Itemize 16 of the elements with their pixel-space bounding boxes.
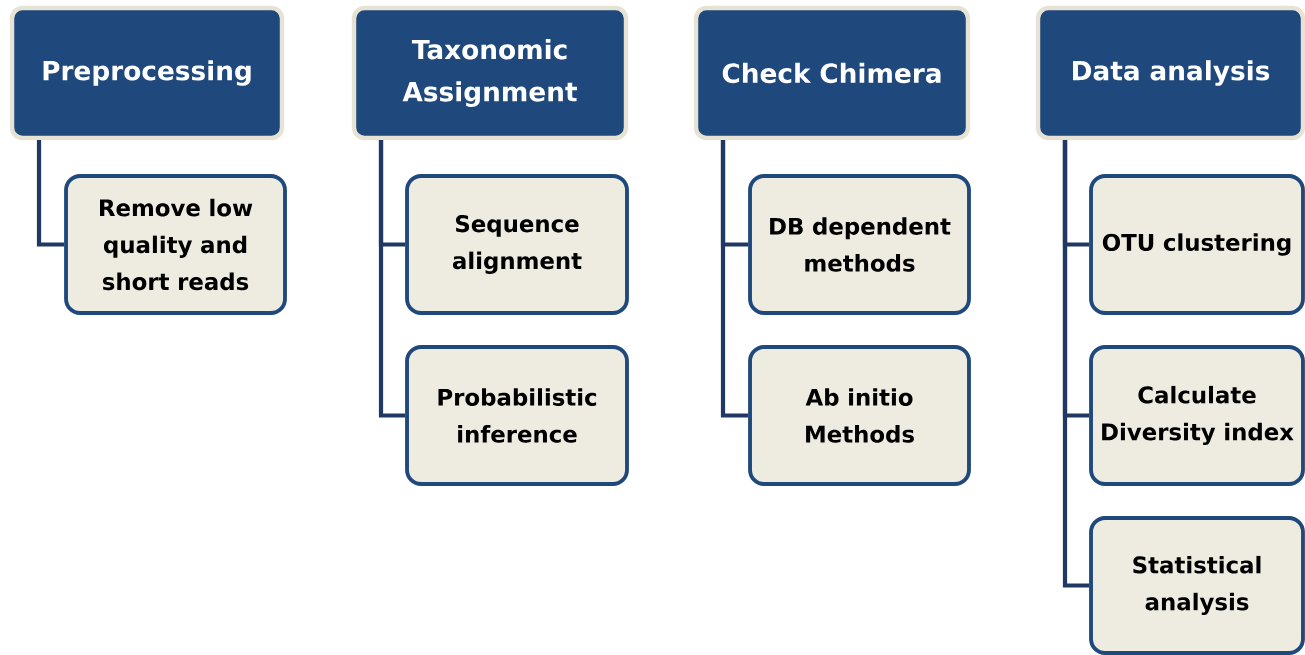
step-box: DB dependent methods	[748, 174, 971, 315]
step-box: Calculate Diversity index	[1089, 345, 1305, 486]
stage-header-box: Check Chimera	[693, 5, 971, 141]
step-box: Sequence alignment	[405, 174, 629, 315]
stage-header-box: Taxonomic Assignment	[351, 5, 629, 141]
stage-header-box: Preprocessing	[9, 5, 285, 141]
connector-line	[720, 140, 749, 418]
step-box: Statistical analysis	[1089, 516, 1305, 655]
step-box: OTU clustering	[1089, 174, 1305, 315]
connector-line	[36, 140, 65, 247]
stage-header-box: Data analysis	[1035, 5, 1305, 141]
step-box: Remove low quality and short reads	[64, 174, 287, 315]
step-box: Probabilistic inference	[405, 345, 629, 486]
connector-line	[1062, 140, 1090, 588]
connector-line	[378, 140, 406, 418]
step-box: Ab initio Methods	[748, 345, 971, 486]
